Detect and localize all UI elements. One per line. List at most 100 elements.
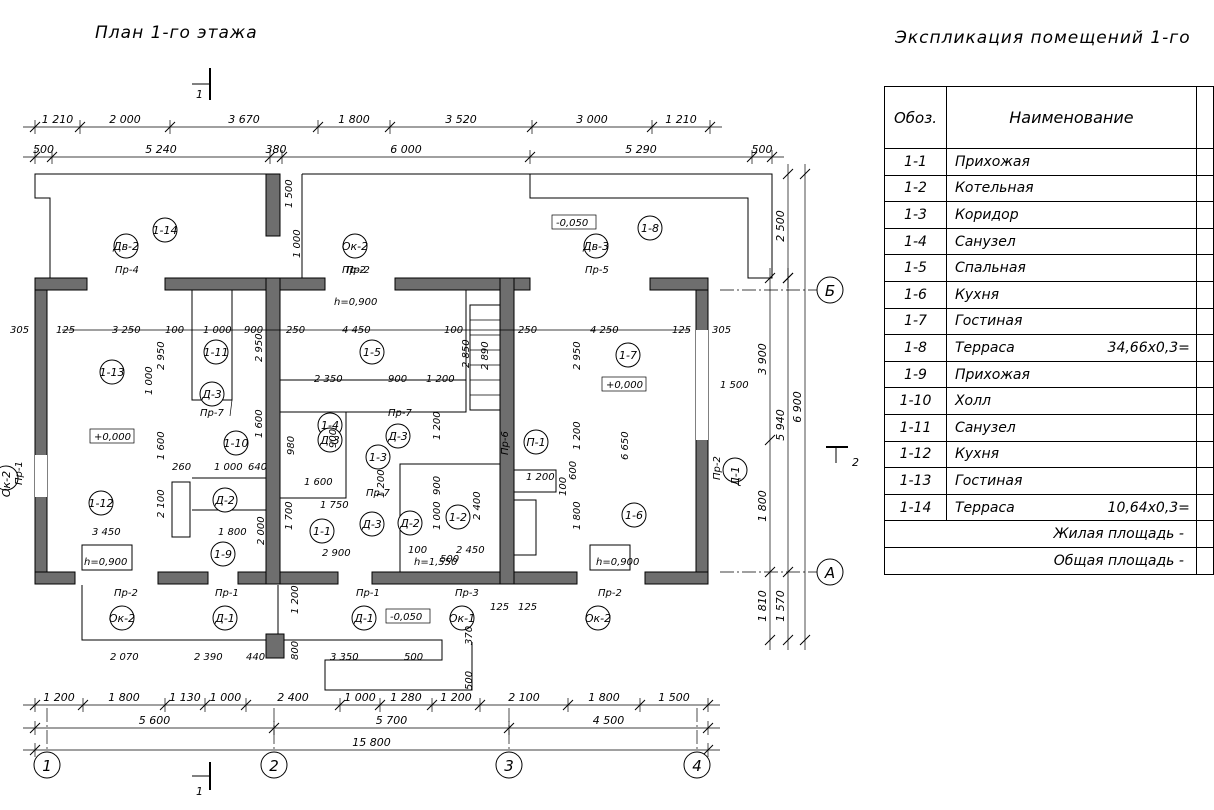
dim-bottom-1: 1 000 [210,691,242,704]
dim-right: 5 940 [774,409,787,441]
header-extra [1195,86,1214,149]
table-row: 1-13 Гостиная [884,467,1214,495]
room-marker: 1-12 [89,497,114,510]
table-title: Экспликация помещений 1-го [894,28,1191,48]
sill-height: h=0,900 [334,297,377,308]
row-name: Прихожая [946,361,1197,389]
dim-top-1: 1 210 [42,113,74,126]
level-mark: +0,000 [94,432,131,443]
inner-dimension: 1 800 [572,501,583,530]
row-name: Коридор [946,201,1197,229]
row-area [1196,387,1214,415]
svg-text:1: 1 [196,88,203,101]
opening-marker: Ок-2 [585,612,611,625]
row-code: 1-8 [884,334,947,362]
row-name-text: Санузел [954,233,1016,250]
row-name: Котельная [946,175,1197,203]
opening-marker: Ок-2 [342,240,368,253]
row-area [1196,254,1214,282]
room-marker: 1-5 [363,346,381,359]
dim-bottom-1: 1 500 [658,691,690,704]
dim-top-2: 5 290 [625,143,657,156]
room-marker: 1-8 [641,222,659,235]
inner-dimension: 2 390 [194,652,223,663]
passage-label: Пр-1 [215,588,239,599]
inner-dimension: 900 [432,476,443,495]
row-code: 1-13 [884,467,947,495]
level-mark: -0,050 [556,218,588,229]
row-name-text: Гостиная [954,472,1023,489]
opening-marker: Д-3 [319,434,340,447]
inner-dimension: 1 700 [284,501,295,530]
axis-marker: 4 [692,757,702,775]
axis-lines [46,289,818,752]
row-name-text: Спальная [954,260,1026,277]
passage-label: Пр-5 [585,265,609,276]
inner-dimension: 440 [246,652,265,663]
inner-dimension: 4 250 [590,325,619,336]
inner-dimension: 2 450 [456,545,485,556]
inner-dimension: 1 200 [290,585,301,614]
opening-marker: Д-1 [353,612,374,625]
room-marker: 1-11 [204,346,229,359]
row-area [1196,467,1214,495]
opening-marker: Д-1 [729,466,742,487]
row-name: Гостиная [946,467,1197,495]
row-code: 1-6 [884,281,947,309]
inner-dimension: 2 950 [156,341,167,370]
passage-label: Пр-7 [388,408,412,419]
row-area [1196,228,1214,256]
row-name: Санузел [946,228,1197,256]
row-name-text: Прихожая [954,153,1030,170]
sill-height: h=1,550 [414,557,457,568]
passage-label: Пр-2 [342,265,366,276]
inner-dimension: 125 [490,602,509,613]
row-area [1196,441,1214,469]
inner-dimension: 1 200 [432,411,443,440]
dim-bottom-1: 1 200 [440,691,472,704]
section-mark-top: 1 [192,68,211,101]
dim-bottom-1: 1 130 [169,691,201,704]
inner-dimension: 500 [440,554,459,565]
inner-dimension: 3 250 [112,325,141,336]
row-area [1196,148,1214,176]
axis-marker: 3 [504,757,514,775]
opening-marker: Д-1 [214,612,235,625]
axis-marker: А [824,564,835,582]
row-area [1196,308,1214,336]
row-name: Прихожая [946,148,1197,176]
opening-marker: Д-2 [399,517,420,530]
row-code: 1-14 [884,494,947,522]
dim-bottom-1: 1 800 [588,691,620,704]
passage-label: Пр-2 [114,588,138,599]
dim-bottom-2: 5 700 [376,714,408,727]
inner-dimension: 250 [286,325,305,336]
row-code: 1-3 [884,201,947,229]
row-name: Холл [946,387,1197,415]
inner-dimension: 500 [464,671,475,690]
footer-living: Жилая площадь - [884,520,1197,549]
dim-top-2: 5 240 [145,143,177,156]
row-area [1196,334,1214,362]
dim-top-2: 6 000 [390,143,422,156]
opening-marker: Д-3 [361,518,382,531]
inner-dimension: 2 890 [480,341,491,370]
inner-dimension: 800 [290,641,301,660]
dim-top-1: 3 000 [576,113,608,126]
row-name-text: Терраса [954,339,1015,356]
inner-dimension: 1 200 [526,472,555,483]
row-name-text: Санузел [954,419,1016,436]
row-code: 1-5 [884,254,947,282]
opening-marker: Дв-2 [112,240,139,253]
inner-dimension: 1 200 [572,421,583,450]
axis-marker: 2 [269,757,279,775]
row-code: 1-4 [884,228,947,256]
